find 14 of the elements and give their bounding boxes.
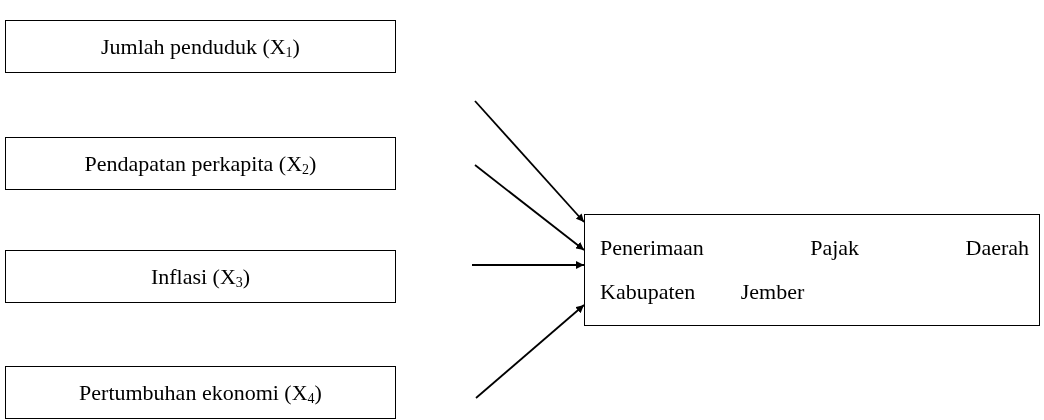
factor-box <box>5 137 396 190</box>
node-label: Penerimaan Pajak Daerah Kabupaten Jember <box>600 234 1029 306</box>
node-label: Inflasi (X$_{3}$) <box>150 263 251 290</box>
node-label: Pertumbuhan ekonomi (X$_{4}$) <box>79 379 322 406</box>
arrow <box>475 304 585 399</box>
arrow <box>474 100 585 223</box>
factor-box <box>5 20 396 73</box>
node-label: Jumlah penduduk (X$_{1}$) <box>101 33 300 60</box>
arrow <box>471 261 585 269</box>
outcome-box <box>584 214 1040 326</box>
factor-box <box>5 366 396 419</box>
factor-box <box>5 250 396 303</box>
node-label: Pendapatan perkapita (X$_{2}$) <box>84 150 317 177</box>
arrow <box>474 164 585 251</box>
